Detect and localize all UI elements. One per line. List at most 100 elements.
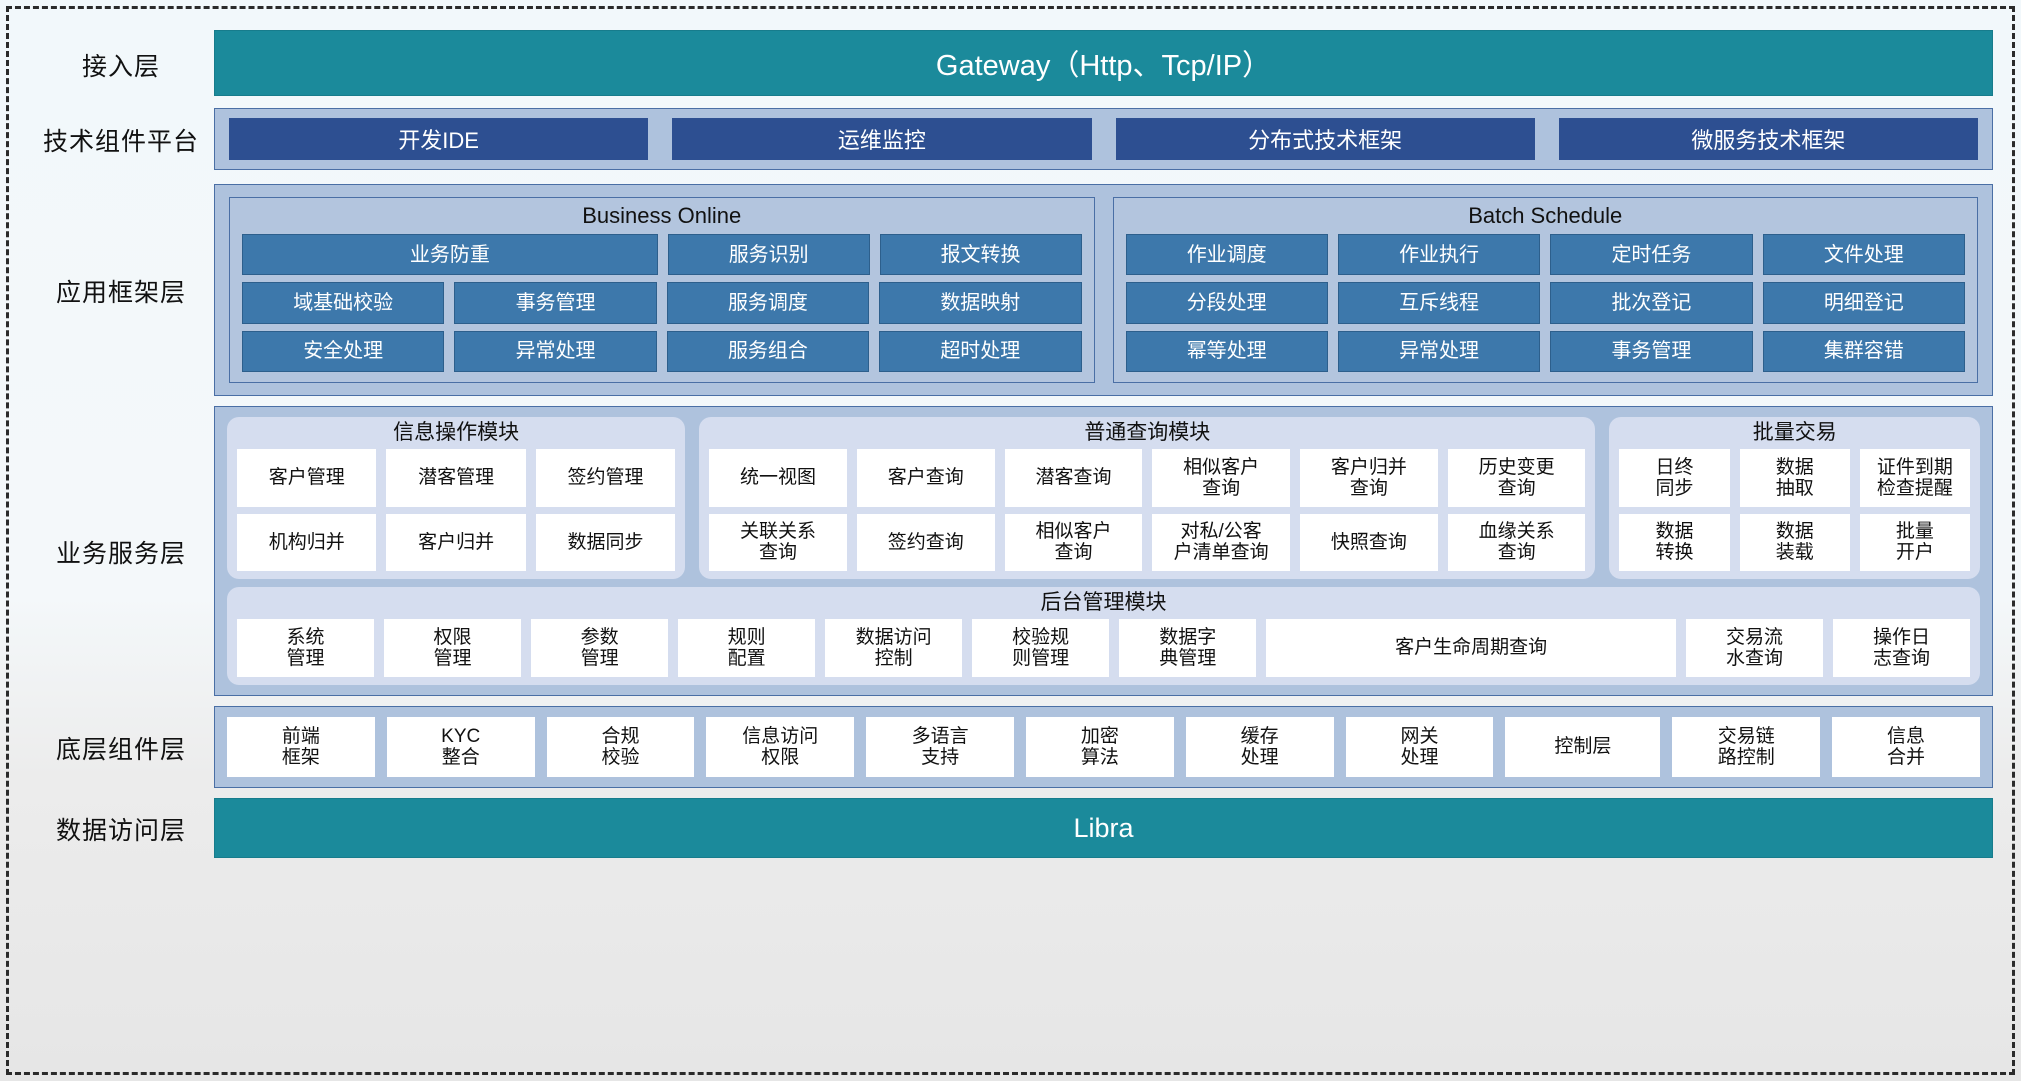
business-module-cell[interactable]: 客户归并 <box>386 513 526 572</box>
gateway-bar[interactable]: Gateway（Http、Tcp/IP） <box>214 30 1993 96</box>
business-module: 普通查询模块统一视图客户查询潜客查询相似客户查询客户归并查询历史变更查询关联关系… <box>699 417 1596 579</box>
app-framework-cell[interactable]: 服务调度 <box>666 282 870 324</box>
business-module: 信息操作模块客户管理潜客管理签约管理机构归并客户归并数据同步 <box>227 417 686 579</box>
business-module-cell[interactable]: 客户管理 <box>237 449 377 507</box>
business-module-row: 日终同步数据抽取证件到期检查提醒 <box>1619 449 1970 507</box>
app-group-rows: 业务防重服务识别报文转换域基础校验事务管理服务调度数据映射安全处理异常处理服务组… <box>242 234 1082 372</box>
app-framework-cell[interactable]: 事务管理 <box>1550 330 1753 372</box>
app-group-title: Business Online <box>582 203 742 228</box>
tech-chip[interactable]: 分布式技术框架 <box>1115 118 1535 160</box>
app-framework-cell[interactable]: 业务防重 <box>242 234 658 276</box>
business-module-cell[interactable]: 数据抽取 <box>1739 449 1850 507</box>
app-framework-cell[interactable]: 事务管理 <box>454 282 657 324</box>
app-framework-cell[interactable]: 幂等处理 <box>1125 330 1328 372</box>
business-module-cell[interactable]: 客户查询 <box>856 449 995 507</box>
business-module-cell[interactable]: 对私/公客户清单查询 <box>1152 513 1291 572</box>
business-module-title: 信息操作模块 <box>393 421 520 444</box>
app-framework-cell[interactable]: 异常处理 <box>454 330 657 372</box>
app-framework-cell[interactable]: 集群容错 <box>1762 330 1965 372</box>
backend-module-cell[interactable]: 交易流水查询 <box>1685 619 1823 677</box>
business-module-cell[interactable]: 潜客查询 <box>1004 449 1143 507</box>
base-component-cell[interactable]: 网关处理 <box>1345 717 1494 777</box>
base-component-cell[interactable]: 前端框架 <box>227 717 375 777</box>
business-module-cell[interactable]: 机构归并 <box>237 513 377 572</box>
business-module-cell[interactable]: 签约管理 <box>535 449 676 507</box>
business-module-cell[interactable]: 数据转换 <box>1619 513 1730 572</box>
app-group-row: 业务防重服务识别报文转换 <box>242 234 1082 276</box>
app-framework-cell[interactable]: 明细登记 <box>1762 282 1965 324</box>
app-framework-cell[interactable]: 报文转换 <box>879 234 1082 276</box>
app-framework-cell[interactable]: 分段处理 <box>1125 282 1328 324</box>
base-component-cell[interactable]: 信息访问权限 <box>706 717 855 777</box>
business-module-cell[interactable]: 客户归并查询 <box>1300 449 1438 507</box>
layer-label-data-access: 数据访问层 <box>55 817 186 845</box>
base-component-cell[interactable]: 多语言支持 <box>866 717 1014 777</box>
app-framework-cell[interactable]: 服务识别 <box>667 234 870 276</box>
app-framework-cell[interactable]: 定时任务 <box>1550 234 1753 276</box>
libra-bar[interactable]: Libra <box>214 798 1993 858</box>
backend-module-cell[interactable]: 操作日志查询 <box>1832 619 1971 677</box>
tech-chip[interactable]: 微服务技术框架 <box>1558 118 1978 160</box>
business-module-cell[interactable]: 批量开户 <box>1859 513 1970 572</box>
tech-chip[interactable]: 运维监控 <box>672 118 1092 160</box>
app-framework-cell[interactable]: 数据映射 <box>879 282 1082 324</box>
business-module-cell[interactable]: 关联关系查询 <box>709 513 847 572</box>
app-group-row: 作业调度作业执行定时任务文件处理 <box>1125 234 1965 276</box>
business-module-cell[interactable]: 相似客户查询 <box>1152 449 1291 507</box>
spacer <box>28 172 1993 184</box>
backend-module-cell[interactable]: 校验规则管理 <box>972 619 1110 677</box>
spacer <box>28 100 1993 108</box>
business-module-cell[interactable]: 历史变更查询 <box>1447 449 1586 507</box>
backend-module-cell[interactable]: 客户生命周期查询 <box>1266 619 1676 677</box>
backend-module-cell[interactable]: 权限管理 <box>384 619 522 677</box>
base-component-cell[interactable]: 交易链路控制 <box>1672 717 1821 777</box>
app-framework-cell[interactable]: 安全处理 <box>242 330 445 372</box>
app-framework-cell[interactable]: 互斥线程 <box>1337 282 1541 324</box>
app-framework-cell[interactable]: 域基础校验 <box>242 282 445 324</box>
base-component-cell[interactable]: 合规校验 <box>546 717 695 777</box>
app-framework-cell[interactable]: 文件处理 <box>1762 234 1965 276</box>
business-module-cell[interactable]: 证件到期检查提醒 <box>1859 449 1970 507</box>
backend-module-cell[interactable]: 参数管理 <box>531 619 669 677</box>
base-component-cell[interactable]: 控制层 <box>1505 717 1661 777</box>
business-module-cell[interactable]: 统一视图 <box>709 449 847 507</box>
app-framework-cell[interactable]: 异常处理 <box>1337 330 1541 372</box>
layer-body-tech-platform: 开发IDE 运维监控分布式技术框架微服务技术框架 <box>214 108 1993 172</box>
business-module-cell[interactable]: 血缘关系查询 <box>1447 513 1586 572</box>
business-module: 批量交易日终同步数据抽取证件到期检查提醒数据转换数据装载批量开户 <box>1609 417 1980 579</box>
base-component-cell[interactable]: 缓存处理 <box>1185 717 1334 777</box>
business-module-cell[interactable]: 数据同步 <box>535 513 676 572</box>
backend-module-cell[interactable]: 数据字典管理 <box>1119 619 1257 677</box>
business-module-cell[interactable]: 数据装载 <box>1739 513 1850 572</box>
backend-module-cell[interactable]: 系统管理 <box>237 619 375 677</box>
business-module-row: 统一视图客户查询潜客查询相似客户查询客户归并查询历史变更查询 <box>709 449 1586 507</box>
business-module-cell[interactable]: 相似客户查询 <box>1004 513 1143 572</box>
base-component-cell[interactable]: 信息合并 <box>1832 717 1980 777</box>
app-framework-cell[interactable]: 批次登记 <box>1550 282 1753 324</box>
business-module-cell[interactable]: 签约查询 <box>856 513 995 572</box>
business-module-cell[interactable]: 潜客管理 <box>386 449 526 507</box>
tech-chip[interactable]: 开发IDE <box>229 118 649 160</box>
business-module-cell[interactable]: 快照查询 <box>1300 513 1438 572</box>
app-framework-cell[interactable]: 服务组合 <box>666 330 870 372</box>
app-group-row: 分段处理互斥线程批次登记明细登记 <box>1125 282 1965 324</box>
base-component-cell[interactable]: 加密算法 <box>1025 717 1174 777</box>
backend-module-cell[interactable]: 数据访问控制 <box>825 619 963 677</box>
app-framework-cell[interactable]: 超时处理 <box>879 330 1082 372</box>
app-framework-cell[interactable]: 作业调度 <box>1125 234 1328 276</box>
layer-label-tech-platform: 技术组件平台 <box>42 128 199 156</box>
business-module-cell[interactable]: 日终同步 <box>1619 449 1730 507</box>
backend-module-cell[interactable]: 规则配置 <box>678 619 816 677</box>
app-framework-cell[interactable]: 作业执行 <box>1337 234 1541 276</box>
backend-module-cells: 系统管理权限管理参数管理规则配置数据访问控制校验规则管理数据字典管理客户生命周期… <box>237 619 1971 677</box>
backend-module-title: 后台管理模块 <box>1040 591 1167 614</box>
spacer <box>28 698 1993 706</box>
layer-body-data-access: Libra <box>214 798 1993 860</box>
